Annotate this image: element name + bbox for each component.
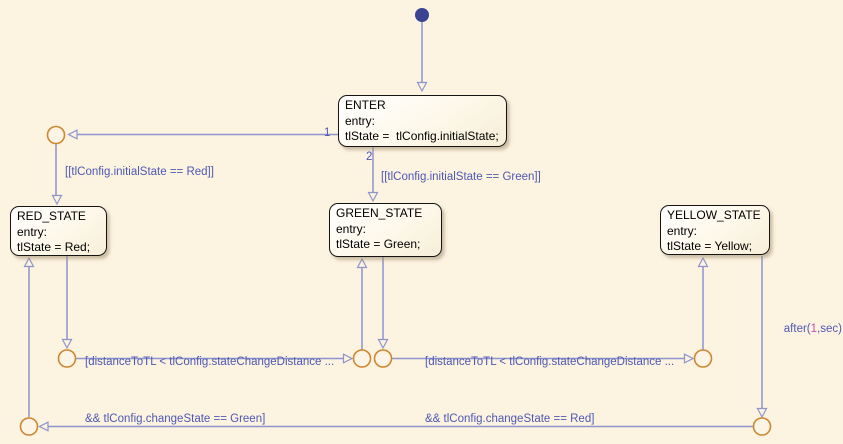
arrowhead-into-junction4	[377, 338, 389, 350]
after-suffix: ,sec)	[817, 323, 842, 335]
state-enter[interactable]: ENTER entry: tlState = tlConfig.initialS…	[338, 95, 507, 147]
arrowhead-into-junction3	[342, 353, 354, 364]
transition-label-after-timer[interactable]: after(1,sec)	[771, 301, 842, 358]
junction-bottom-left[interactable]	[19, 417, 39, 436]
state-entry-keyword: entry:	[17, 224, 48, 239]
arrowhead-into-green-top	[367, 191, 379, 203]
guard-line-1: [distanceToTL < tlConfig.stateChangeDist…	[85, 356, 335, 368]
arrowhead-into-enter	[416, 81, 428, 93]
junction-below-yellow[interactable]	[693, 349, 713, 368]
state-entry-keyword: entry:	[345, 113, 376, 128]
after-prefix: after(	[783, 323, 811, 335]
guard-line-1: [distanceToTL < tlConfig.stateChangeDist…	[425, 356, 675, 368]
arrowhead-into-red-top	[51, 194, 63, 206]
guard-line-2: && tlConfig.changeState == Red]	[425, 413, 595, 425]
junction-bottom-right[interactable]	[752, 417, 772, 436]
state-title: GREEN_STATE	[336, 206, 423, 220]
arrowhead-into-junction6	[756, 407, 768, 419]
state-title: YELLOW_STATE	[667, 208, 761, 222]
transition-label-initial-red[interactable]: [[tlConfig.initialState == Red]]	[65, 166, 214, 178]
state-entry-action: tlState = Yellow;	[667, 239, 753, 253]
initial-transition-dot[interactable]	[415, 8, 429, 22]
arrowhead-into-junction1	[67, 129, 78, 140]
state-entry-action: tlState = Red;	[17, 240, 91, 254]
arrowhead-into-red-bottom	[23, 256, 35, 268]
guard-line-2: && tlConfig.changeState == Green]	[85, 413, 266, 425]
arrowhead-into-yellow-bottom	[697, 256, 709, 268]
transition-label-red-to-green[interactable]: [distanceToTL < tlConfig.stateChangeDist…	[85, 315, 334, 444]
junction-left-below-green[interactable]	[352, 349, 372, 368]
transition-branch-number-2[interactable]: 2	[366, 151, 373, 163]
state-yellow[interactable]: YELLOW_STATE entry: tlState = Yellow;	[660, 205, 770, 255]
junction-right-below-green[interactable]	[373, 349, 393, 368]
state-title: ENTER	[345, 98, 386, 112]
transition-label-green-to-yellow[interactable]: [distanceToTL < tlConfig.stateChangeDist…	[425, 315, 674, 444]
arrowhead-into-green-bottom	[356, 257, 368, 269]
arrowhead-into-junction7	[38, 421, 49, 432]
state-entry-action: tlState = Green;	[336, 237, 421, 251]
junction-left-of-enter[interactable]	[46, 125, 66, 145]
state-entry-keyword: entry:	[336, 221, 367, 236]
state-red[interactable]: RED_STATE entry: tlState = Red;	[10, 206, 107, 256]
arrowhead-into-junction5	[683, 353, 695, 364]
junction-below-red[interactable]	[57, 349, 77, 368]
transition-branch-number-1[interactable]: 1	[324, 127, 331, 139]
state-entry-action: tlState = tlConfig.initialState;	[345, 129, 499, 143]
state-green[interactable]: GREEN_STATE entry: tlState = Green;	[329, 203, 442, 257]
after-value: 1	[810, 323, 818, 335]
state-title: RED_STATE	[17, 209, 86, 223]
transition-label-initial-green[interactable]: [[tlConfig.initialState == Green]]	[381, 171, 541, 183]
arrowhead-into-junction2	[61, 338, 73, 350]
state-entry-keyword: entry:	[667, 223, 698, 238]
